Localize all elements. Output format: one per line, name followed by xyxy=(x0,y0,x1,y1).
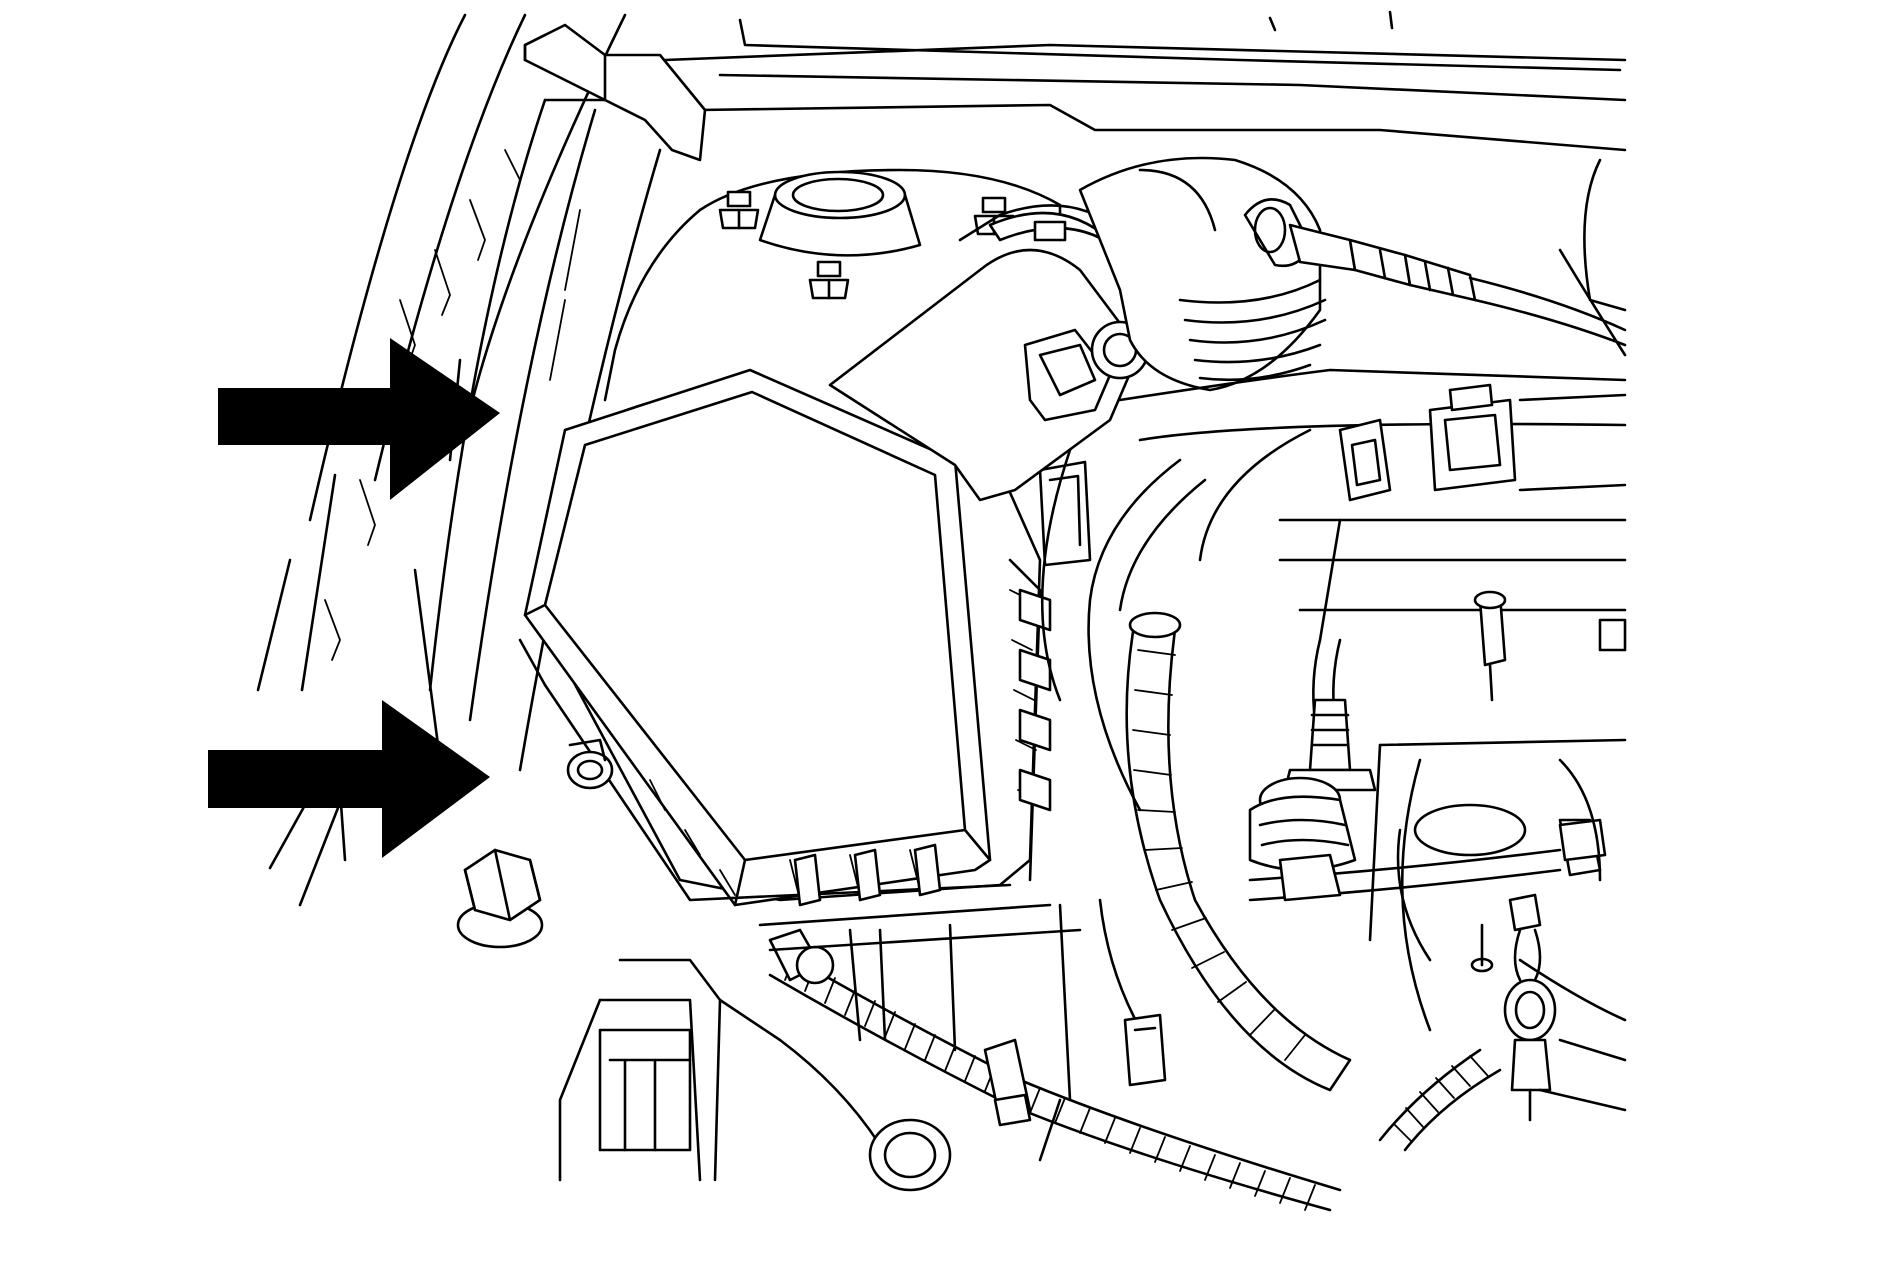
hood-outline xyxy=(663,10,1627,357)
air-cleaner-housing xyxy=(518,368,1092,907)
bolt xyxy=(718,190,760,230)
battery-bracket xyxy=(558,958,952,1192)
wire-harness-lower xyxy=(768,928,1342,1212)
lower-cross-members xyxy=(758,898,1167,1162)
strut-bolts xyxy=(718,190,1015,300)
bolt xyxy=(808,260,850,300)
right-components xyxy=(1368,738,1627,1122)
arrow-right-icon xyxy=(218,338,500,500)
arrow-right-icon xyxy=(208,700,490,858)
engine-cover xyxy=(1118,368,1627,702)
intake-duct xyxy=(828,156,1627,502)
wire-conduit-center xyxy=(1125,611,1352,1092)
wire-harness-lower-right xyxy=(1378,1038,1627,1152)
reservoir-cap xyxy=(456,848,544,949)
hose-clamp-fitting xyxy=(1248,776,1357,902)
strut-tower xyxy=(603,168,1062,402)
